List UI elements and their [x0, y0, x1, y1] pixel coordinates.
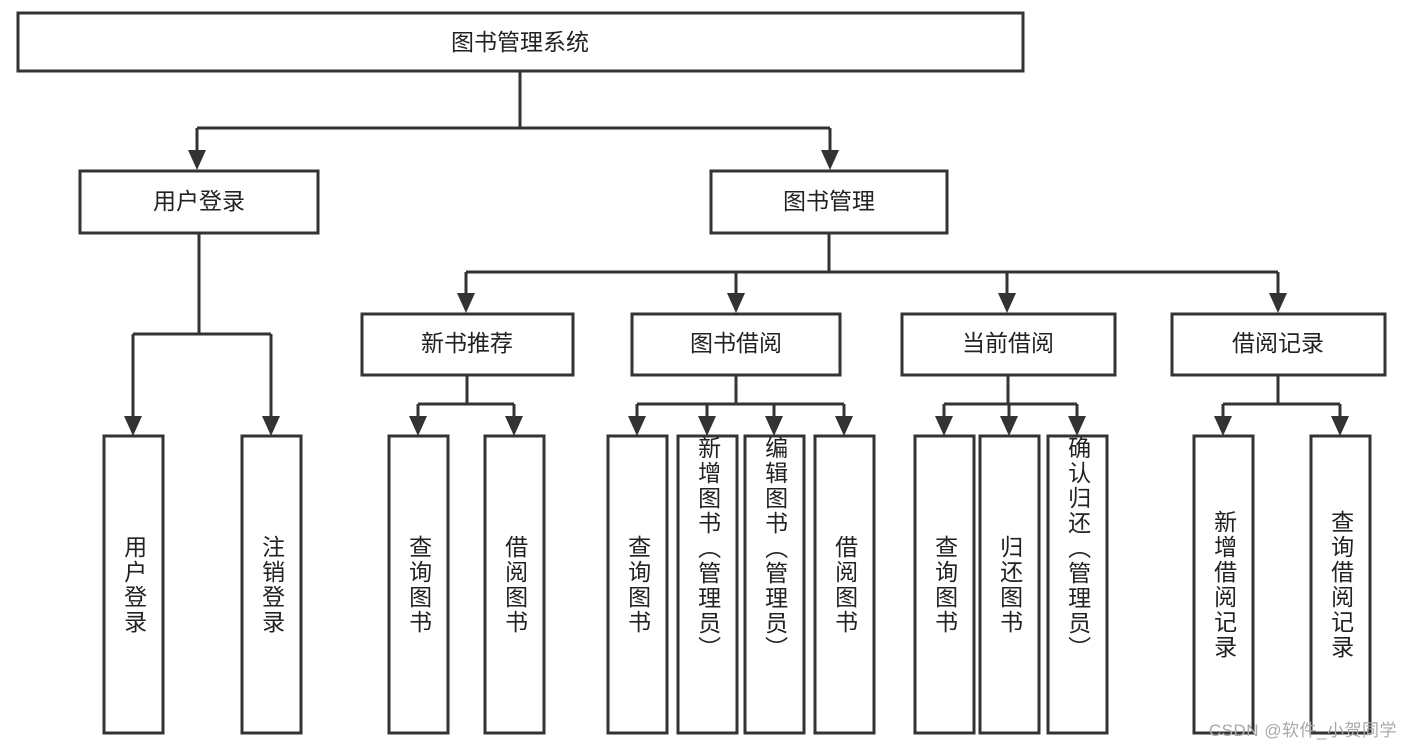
arrow-current-borrow-leaf-2: [1000, 416, 1018, 436]
arrow-user-login-leaf-1: [124, 416, 142, 436]
arrow-current-borrow-leaf-1: [935, 416, 953, 436]
node-borrow-record[interactable]: 借阅记录: [1170, 312, 1387, 377]
leaf-borrow-record-1-rect[interactable]: [1192, 434, 1255, 735]
leaf-user-login-1-rect[interactable]: [102, 434, 165, 735]
node-book-borrow[interactable]: 图书借阅: [630, 312, 842, 377]
arrow-book-borrow-leaf-2: [698, 416, 716, 436]
leaf-current-borrow-3-rect[interactable]: [1046, 434, 1109, 735]
arrow-to-book-manage: [821, 150, 839, 170]
node-new-book-recommend-label: 新书推荐: [421, 330, 513, 356]
node-book-manage[interactable]: 图书管理: [709, 169, 949, 235]
leaf-new-book-2-rect[interactable]: [483, 434, 546, 735]
node-root-rect: [16, 11, 1025, 73]
node-current-borrow-label: 当前借阅: [962, 330, 1054, 356]
node-root[interactable]: 图书管理系统: [16, 11, 1025, 73]
arrow-to-user-login: [188, 150, 206, 170]
arrow-user-login-leaf-2: [262, 416, 280, 436]
node-new-book-recommend-rect: [360, 312, 575, 377]
arrow-book-borrow-leaf-1: [628, 416, 646, 436]
arrow-to-borrow-record: [1269, 293, 1287, 313]
arrow-book-borrow-leaf-4: [835, 416, 853, 436]
leaf-borrow-record-2-rect[interactable]: [1309, 434, 1372, 735]
node-borrow-record-rect: [1170, 312, 1387, 377]
arrow-to-new-book: [457, 293, 475, 313]
node-current-borrow[interactable]: 当前借阅: [900, 312, 1117, 377]
arrow-to-current-borrow: [998, 293, 1016, 313]
arrow-current-borrow-leaf-3: [1068, 416, 1086, 436]
leaf-user-login-2-rect[interactable]: [240, 434, 303, 735]
node-book-borrow-label: 图书借阅: [690, 330, 782, 356]
leaf-book-borrow-2-rect[interactable]: [676, 434, 739, 735]
node-book-manage-rect: [709, 169, 949, 235]
arrow-new-book-leaf-2: [505, 416, 523, 436]
leaf-book-borrow-1-rect[interactable]: [606, 434, 669, 735]
node-user-login-label: 用户登录: [153, 188, 245, 214]
node-book-borrow-rect: [630, 312, 842, 377]
node-book-manage-label: 图书管理: [783, 188, 875, 214]
arrow-new-book-leaf-1: [409, 416, 427, 436]
node-user-login[interactable]: 用户登录: [78, 169, 320, 235]
leaf-current-borrow-2-rect[interactable]: [978, 434, 1041, 735]
node-current-borrow-rect: [900, 312, 1117, 377]
arrow-borrow-record-leaf-2: [1331, 416, 1349, 436]
node-root-label: 图书管理系统: [451, 29, 589, 55]
leaf-book-borrow-3-rect[interactable]: [743, 434, 806, 735]
arrow-to-book-borrow: [727, 293, 745, 313]
node-borrow-record-label: 借阅记录: [1232, 330, 1324, 356]
leaf-current-borrow-1-rect[interactable]: [913, 434, 976, 735]
watermark-text: CSDN @软件_小贺同学: [1208, 721, 1397, 740]
leaf-new-book-1-rect[interactable]: [387, 434, 450, 735]
arrow-borrow-record-leaf-1: [1214, 416, 1232, 436]
arrow-book-borrow-leaf-3: [765, 416, 783, 436]
leaf-book-borrow-4-rect[interactable]: [813, 434, 876, 735]
node-new-book-recommend[interactable]: 新书推荐: [360, 312, 575, 377]
